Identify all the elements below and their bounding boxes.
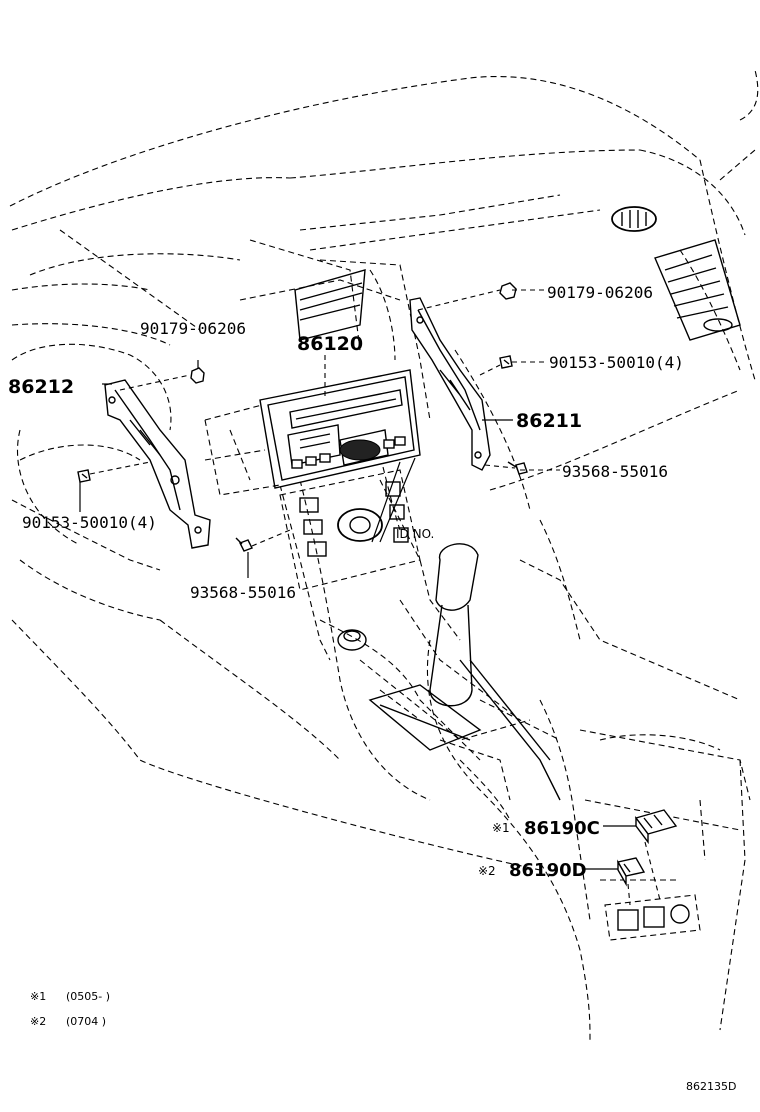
mark-1: ※1 xyxy=(492,821,510,835)
screw-90153-right xyxy=(499,355,513,369)
label-90153-50010-right: 90153-50010(4) xyxy=(549,353,684,372)
footnote-2-mark: ※2 xyxy=(30,1015,46,1028)
footnote-2-text: (0704 ) xyxy=(66,1015,106,1028)
leader-lines xyxy=(79,289,661,906)
screw-90153-left xyxy=(77,469,91,483)
label-86120: 86120 xyxy=(297,333,363,355)
label-id-no: ID NO. xyxy=(396,527,434,541)
figure-code: 862135D xyxy=(686,1080,736,1093)
switch-86190d xyxy=(616,857,646,887)
label-90179-06206-left: 90179-06206 xyxy=(140,319,246,338)
lower-switch-panel xyxy=(604,894,701,941)
bracket-86211 xyxy=(409,297,491,471)
bracket-86212 xyxy=(104,379,211,549)
right-air-vent xyxy=(654,239,741,341)
label-90153-50010-left: 90153-50010(4) xyxy=(22,513,157,532)
round-vent-button xyxy=(611,206,657,232)
audio-unit-86120 xyxy=(204,369,421,496)
label-93568-55016-left: 93568-55016 xyxy=(190,583,296,602)
nut-90179-top xyxy=(499,282,517,300)
footnote-1: ※1 (0505- ) xyxy=(30,990,110,1003)
center-air-vent xyxy=(294,269,366,341)
screw-93568-right xyxy=(507,461,528,475)
label-86211: 86211 xyxy=(516,410,582,432)
label-86190c: 86190C xyxy=(524,818,600,839)
label-93568-55016-right: 93568-55016 xyxy=(562,462,668,481)
footnote-1-text: (0505- ) xyxy=(66,990,110,1003)
mark-2: ※2 xyxy=(478,864,496,878)
label-90179-06206-top: 90179-06206 xyxy=(547,283,653,302)
footnote-2: ※2 (0704 ) xyxy=(30,1015,106,1028)
footnote-1-mark: ※1 xyxy=(30,990,46,1003)
center-console xyxy=(279,469,421,591)
screw-93568-left xyxy=(235,537,253,552)
nut-90179-left xyxy=(190,367,205,384)
label-86212: 86212 xyxy=(8,376,74,398)
gear-shifter xyxy=(337,543,561,801)
label-86190d: 86190D xyxy=(509,860,587,881)
switch-86190c xyxy=(634,809,678,845)
